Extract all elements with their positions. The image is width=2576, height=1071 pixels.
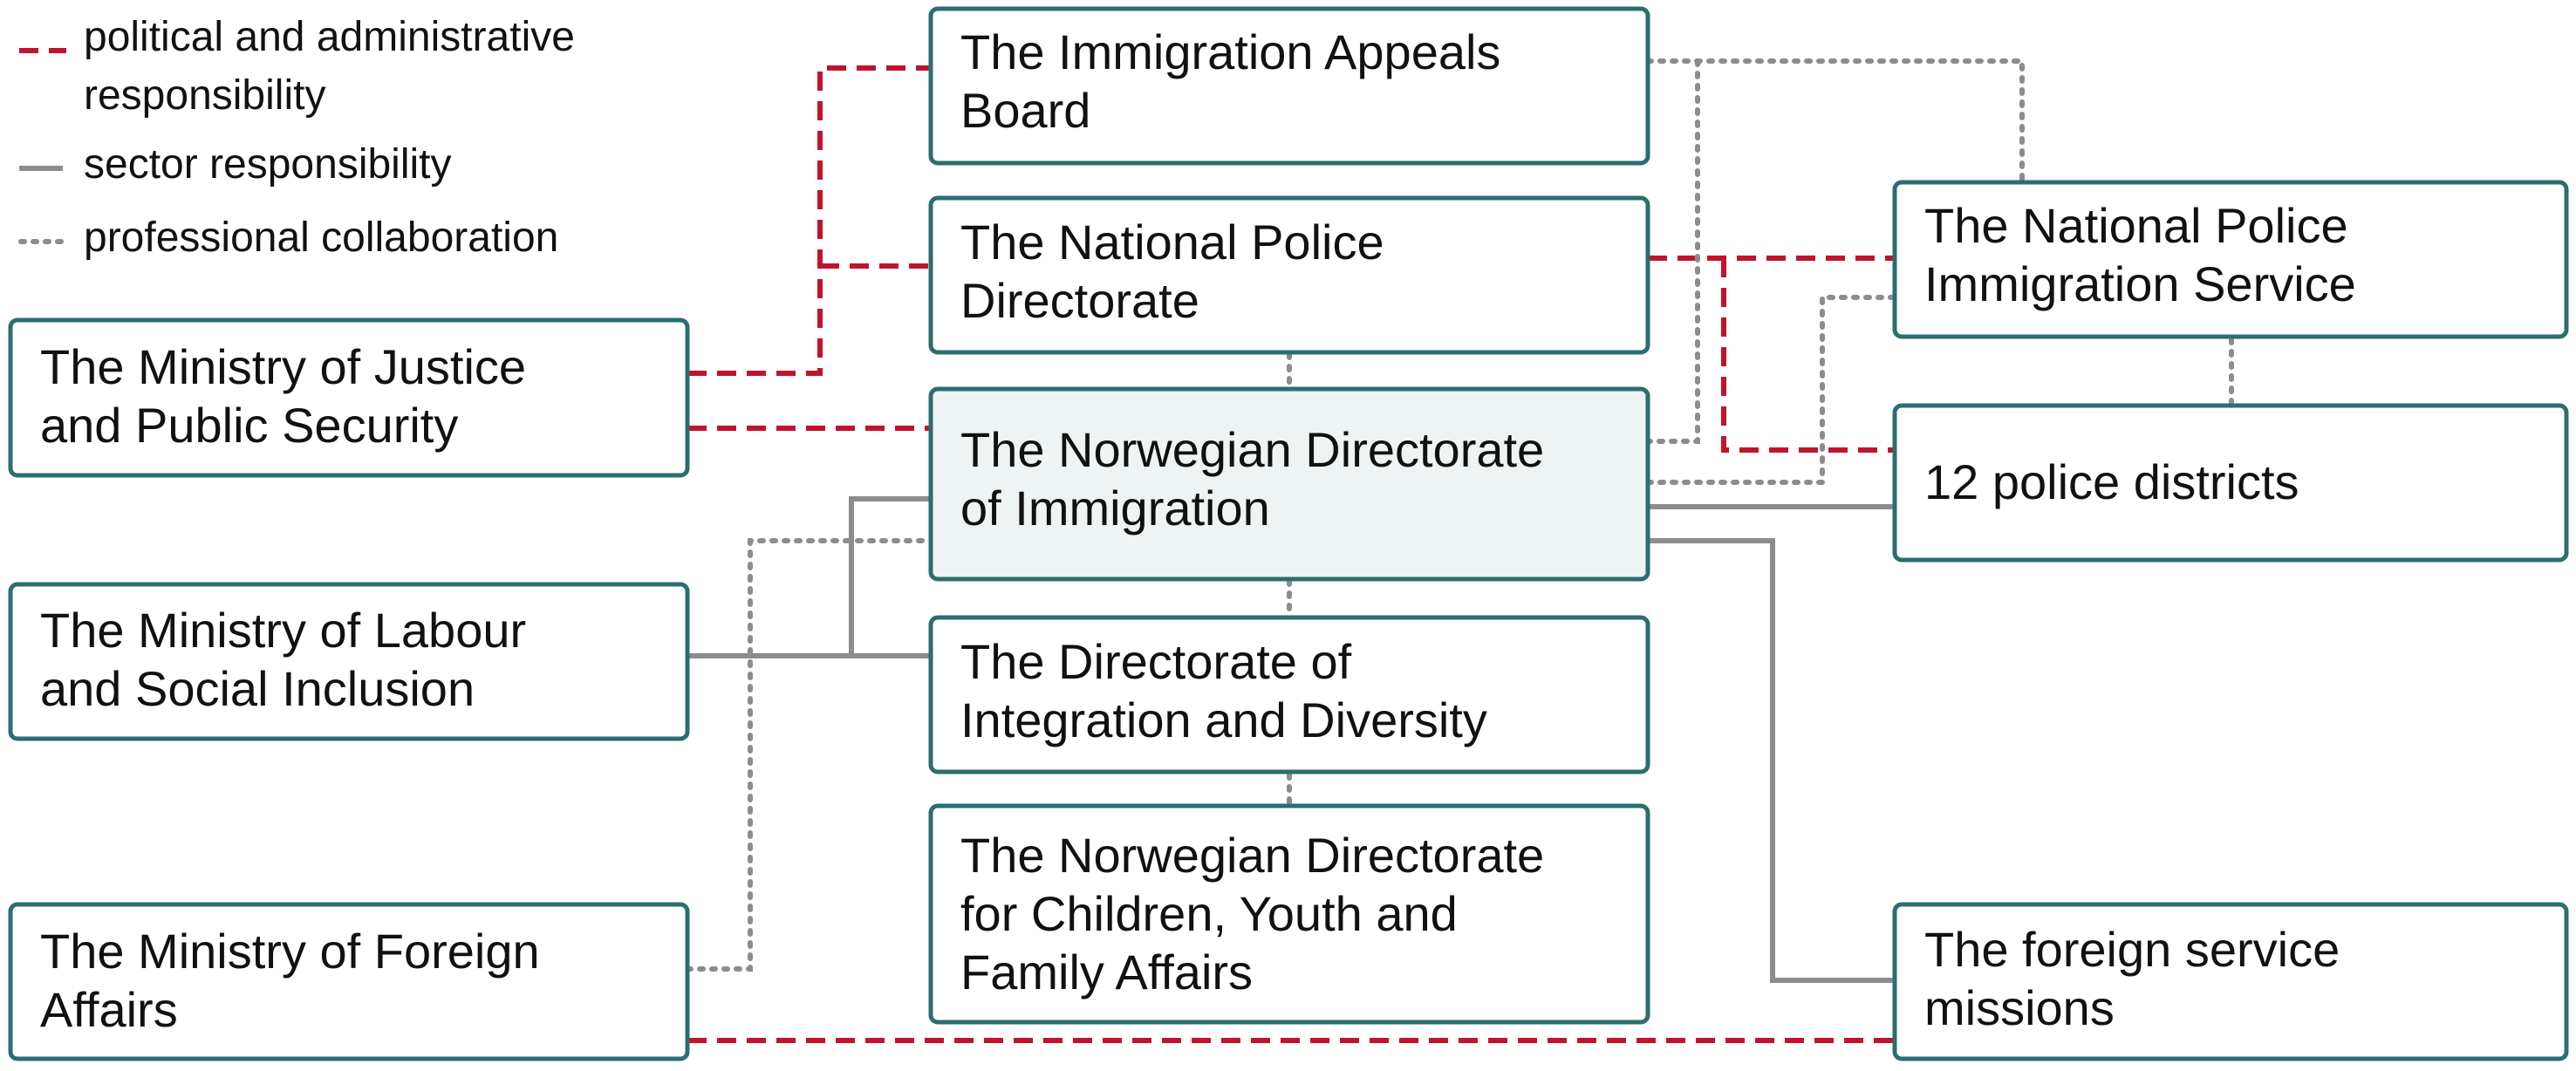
legend-sector-label: sector responsibility xyxy=(84,141,452,188)
box-police-immigration-service: The National Police Immigration Service xyxy=(1892,180,2569,339)
sector-line-directorate-immigration-to-missions xyxy=(1648,538,1895,983)
box-police-districts: 12 police districts xyxy=(1892,403,2569,563)
box-ministry-foreign-affairs: The Ministry of Foreign Affairs xyxy=(8,902,690,1061)
collab-line-appeals-board-to-immigration-service xyxy=(1645,58,2025,183)
box-ministry-labour: The Ministry of Labour and Social Inclus… xyxy=(8,582,690,741)
box-national-police-directorate-label: The National Police Directorate xyxy=(960,215,1397,328)
box-police-immigration-service-label: The National Police Immigration Service xyxy=(1924,198,2361,311)
legend-political-label: political and administrative responsibil… xyxy=(84,14,586,119)
connections xyxy=(685,58,2234,1043)
box-integration-diversity-directorate-label: The Directorate of Integration and Diver… xyxy=(960,634,1487,747)
box-directorate-immigration: The Norwegian Directorate of Immigration xyxy=(928,386,1650,582)
collab-line-directorate-immigration-to-immigration-service xyxy=(1645,295,1897,485)
box-ministry-foreign-affairs-label: The Ministry of Foreign Affairs xyxy=(40,924,553,1037)
box-integration-diversity-directorate: The Directorate of Integration and Diver… xyxy=(928,615,1650,774)
collab-line-appeals-board-to-directorate-immigration xyxy=(1645,58,1700,444)
box-immigration-appeals-board: The Immigration Appeals Board xyxy=(928,6,1650,166)
collab-line-foreign-affairs-to-directorate-immigration xyxy=(685,538,933,972)
box-foreign-service-missions: The foreign service missions xyxy=(1892,902,2569,1061)
sector-line-labour-to-directorate-immigration xyxy=(849,496,931,656)
box-ministry-justice: The Ministry of Justice and Public Secur… xyxy=(8,317,690,478)
box-immigration-appeals-board-label: The Immigration Appeals Board xyxy=(960,24,1514,138)
box-police-districts-label: 12 police districts xyxy=(1924,454,2299,509)
box-ministry-labour-label: The Ministry of Labour and Social Inclus… xyxy=(40,603,540,716)
political-line-justice-to-appeals-board xyxy=(687,65,931,376)
box-directorate-immigration-label: The Norwegian Directorate of Immigration xyxy=(960,422,1558,536)
box-children-youth-family-directorate: The Norwegian Directorate for Children, … xyxy=(928,803,1650,1025)
box-ministry-justice-label: The Ministry of Justice and Public Secur… xyxy=(40,339,540,453)
box-foreign-service-missions-label: The foreign service missions xyxy=(1924,922,2354,1035)
legend: political and administrative responsibil… xyxy=(18,14,586,261)
box-children-youth-family-directorate-label: The Norwegian Directorate for Children, … xyxy=(960,828,1558,999)
box-national-police-directorate: The National Police Directorate xyxy=(928,195,1650,355)
political-line-police-directorate-to-police-districts xyxy=(1721,258,1895,453)
legend-professional-label: professional collaboration xyxy=(84,215,558,261)
